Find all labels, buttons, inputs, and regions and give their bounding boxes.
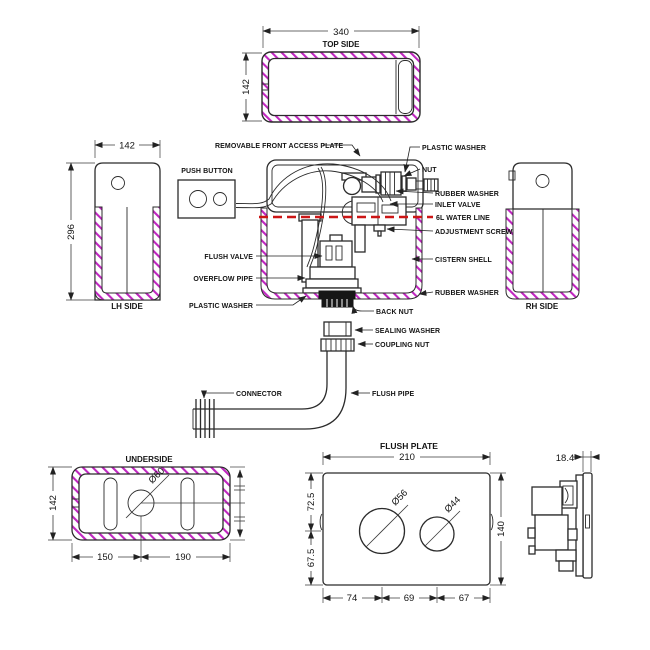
push-button-label: PUSH BUTTON [181, 168, 233, 175]
flush-plate-title: FLUSH PLATE [380, 441, 438, 451]
underside-slot-left [103, 477, 118, 531]
rh-body [512, 162, 573, 210]
label-rubber-washer-top: RUBBER WASHER [435, 191, 499, 198]
label-rubber-washer-bottom: RUBBER WASHER [435, 290, 499, 297]
dim-plate-width: 210 [399, 452, 415, 463]
dim-plate-b2: 69 [404, 593, 415, 604]
plate-large-button [358, 507, 406, 555]
label-overflow-pipe: OVERFLOW PIPE [193, 276, 253, 283]
label-access-plate: REMOVABLE FRONT ACCESS PLATE [215, 143, 344, 150]
adjustment-screw-part [373, 224, 386, 232]
dim-underside-height: 142 [48, 495, 59, 511]
dim-plate-bottom-left: 67.5 [306, 549, 317, 568]
label-water-line: 6L WATER LINE [436, 215, 490, 222]
nut-part [380, 171, 402, 196]
lh-hole [111, 176, 125, 190]
label-inlet-valve: INLET VALVE [435, 202, 481, 209]
label-adjustment-screw: ADJUSTMENT SCREW [435, 229, 513, 236]
dim-plate-b1: 74 [347, 593, 358, 604]
underside-view: UNDERSIDE Ø60 142 150 [47, 455, 245, 563]
cistern-shell-walls [260, 207, 423, 300]
top-side-title: TOP SIDE [322, 40, 360, 49]
label-plastic-washer-bottom: PLASTIC WASHER [189, 303, 253, 310]
dim-plate-b3: 67 [459, 593, 470, 604]
push-button-small-circle [213, 192, 227, 206]
flush-pipe-assembly [192, 321, 355, 438]
profile-plate [582, 472, 593, 579]
rh-hole [535, 174, 550, 188]
plate-profile-view: 18.4 [527, 451, 600, 579]
dim-lh-height: 296 [66, 224, 77, 240]
label-nut: NUT [422, 167, 437, 174]
profile-frame [575, 474, 584, 577]
underside-title: UNDERSIDE [125, 455, 173, 464]
dim-plate-height: 140 [496, 521, 507, 537]
callouts: REMOVABLE FRONT ACCESS PLATE FLUSH VALVE… [189, 143, 513, 399]
dim-underside-left: 150 [97, 552, 113, 563]
label-plastic-washer-top: PLASTIC WASHER [422, 145, 486, 152]
label-flush-pipe: FLUSH PIPE [372, 391, 414, 398]
inlet-valve-head [342, 176, 362, 196]
label-flush-valve: FLUSH VALVE [204, 254, 253, 261]
lh-shell-walls [94, 206, 161, 301]
label-cistern-shell: CISTERN SHELL [435, 257, 493, 264]
rh-side-title: RH SIDE [526, 302, 559, 311]
dim-plate-top-left: 72.5 [306, 493, 317, 512]
underside-slot-right [180, 477, 195, 531]
hose [235, 163, 392, 205]
lh-side-title: LH SIDE [111, 302, 143, 311]
label-sealing-washer: SEALING WASHER [375, 328, 440, 335]
dim-top-height: 142 [241, 79, 252, 95]
label-connector: CONNECTOR [236, 391, 282, 398]
lh-side-view: 142 296 LH SIDE [65, 139, 161, 311]
lh-body [94, 162, 161, 301]
back-nut-part [318, 290, 356, 300]
rh-shell-walls [505, 208, 580, 300]
dim-lh-width: 142 [119, 141, 135, 152]
sealing-washer-part [323, 321, 352, 337]
push-button-large-circle [189, 190, 207, 208]
dim-underside-right: 190 [175, 552, 191, 563]
dim-top-width: 340 [333, 27, 349, 38]
top-side-view: 340 TOP SIDE 142 [240, 25, 421, 123]
dim-profile-thickness: 18.4 [556, 453, 575, 464]
plate-small-button [419, 516, 455, 552]
flush-plate-view: FLUSH PLATE 210 Ø56 Ø44 72.5 67.5 [305, 441, 507, 604]
label-back-nut: BACK NUT [376, 309, 414, 316]
rh-side-view: RH SIDE [505, 162, 580, 311]
flush-plate [322, 472, 491, 586]
label-coupling-nut: COUPLING NUT [375, 342, 430, 349]
flush-pipe-part [193, 351, 328, 410]
cistern-assembly: PUSH BUTTON [177, 159, 439, 308]
